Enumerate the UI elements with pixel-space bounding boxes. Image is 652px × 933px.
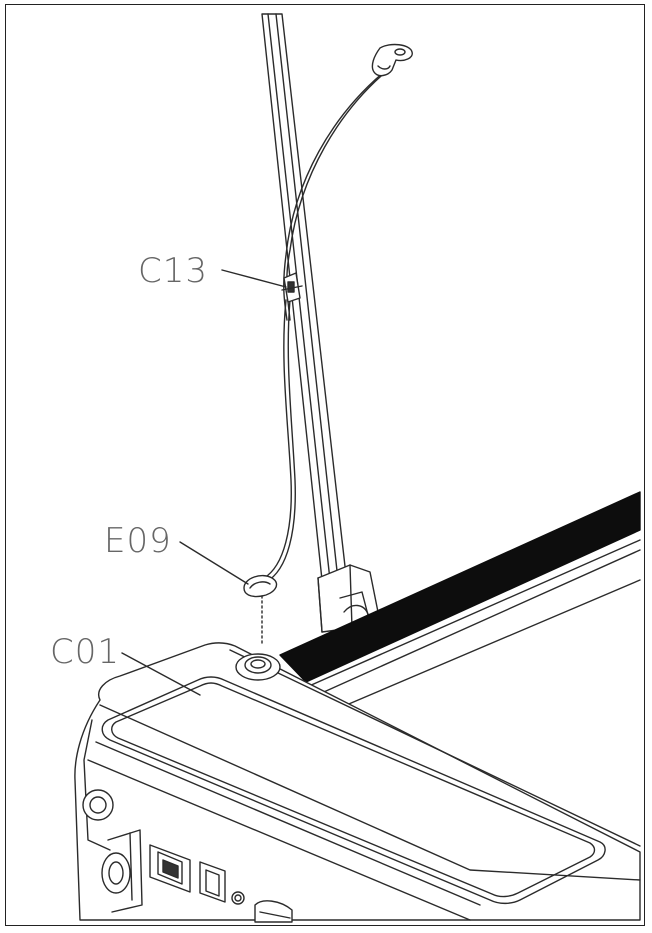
safety-key-magnet [243,574,278,646]
safety-key-clip [371,43,413,77]
callout-c01: C01 [50,632,120,672]
upright-column [261,13,379,633]
power-switch [199,861,293,923]
callout-e09: E09 [104,521,172,561]
power-inlet [149,844,191,893]
leader-e09 [179,541,249,585]
running-belt [279,491,641,713]
transport-wheel [82,789,143,913]
leader-c13 [221,269,287,288]
motor-cover [74,642,641,921]
leader-c01 [121,652,201,696]
callout-c13: C13 [138,251,208,291]
cord-holder [281,272,303,303]
